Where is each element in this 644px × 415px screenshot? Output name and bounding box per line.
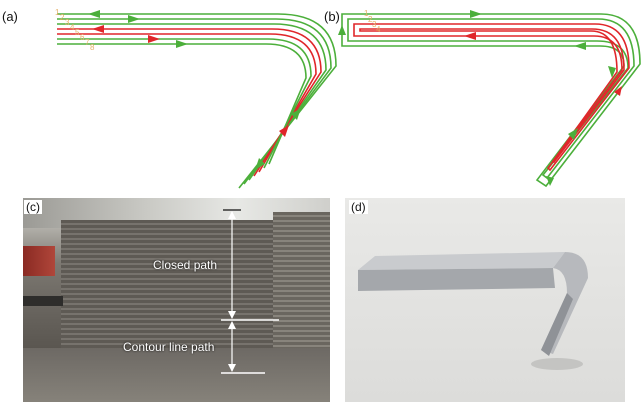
path-number-a-2: 2 bbox=[60, 13, 65, 22]
path-number-a-3: 3 bbox=[65, 18, 70, 27]
path-number-b-2: 2 bbox=[368, 15, 373, 24]
arrow-b-2 bbox=[574, 42, 586, 50]
panel-b-label: (b) bbox=[324, 9, 340, 24]
arrow-b-4 bbox=[338, 25, 346, 35]
path-number-a-6: 6 bbox=[80, 33, 85, 42]
bracket-shadow bbox=[531, 358, 583, 370]
path-number-b-4: 4 bbox=[376, 25, 381, 34]
path-a-7 bbox=[57, 43, 307, 165]
arrow-a-7 bbox=[279, 125, 289, 137]
panel-b-numbers: 1 2 3 4 bbox=[364, 9, 381, 34]
arrow-b-1 bbox=[470, 10, 482, 18]
loop-b-4 bbox=[359, 28, 625, 164]
panel-a-label: (a) bbox=[2, 9, 18, 24]
contour-arrow-head-top bbox=[228, 321, 236, 329]
panel-a-arrows bbox=[88, 10, 301, 170]
arrow-a-6 bbox=[291, 108, 301, 120]
ground bbox=[23, 348, 330, 402]
panel-a-diagram: 1 2 3 4 5 6 7 8 bbox=[55, 8, 337, 189]
path-number-a-4: 4 bbox=[70, 23, 75, 32]
path-a-6 bbox=[57, 38, 312, 169]
arrow-a-3 bbox=[92, 25, 104, 33]
measurement-annotation bbox=[221, 209, 279, 374]
loop-b-3 bbox=[353, 23, 630, 172]
contour-line-path-label: Contour line path bbox=[123, 340, 215, 354]
closed-arrow-head-top bbox=[228, 211, 236, 219]
panel-d-label: (d) bbox=[349, 200, 368, 214]
panel-b-arrows bbox=[338, 10, 622, 186]
contour-arrow-head-bottom bbox=[228, 364, 236, 372]
arrow-b-8 bbox=[546, 176, 554, 186]
panel-b-loops bbox=[341, 13, 641, 188]
loop-b-2 bbox=[347, 18, 635, 180]
path-number-a-5: 5 bbox=[75, 28, 80, 37]
photo-d bbox=[345, 198, 625, 402]
arrow-b-5 bbox=[608, 66, 616, 78]
path-a-4 bbox=[57, 28, 322, 177]
arrow-a-2 bbox=[128, 15, 140, 23]
bracket-leg bbox=[541, 293, 573, 356]
arrow-b-3 bbox=[464, 32, 476, 40]
arrow-a-8 bbox=[255, 158, 265, 170]
aluminum-bracket bbox=[358, 252, 588, 370]
closed-path-label: Closed path bbox=[153, 258, 218, 272]
path-a-5 bbox=[57, 33, 317, 173]
photo-c: Closed path Contour line path bbox=[23, 198, 330, 402]
panel-a-paths bbox=[57, 13, 337, 189]
path-number-b-1: 1 bbox=[364, 9, 369, 18]
panel-c-label: (c) bbox=[24, 200, 42, 214]
arrow-b-6 bbox=[568, 128, 578, 140]
bracket-front-face bbox=[358, 268, 555, 291]
loop-b-1 bbox=[341, 13, 641, 188]
arrow-b-7 bbox=[614, 86, 622, 96]
pipe bbox=[23, 296, 63, 306]
red-machinery bbox=[23, 246, 55, 276]
arrow-a-4 bbox=[148, 35, 160, 43]
path-a-2 bbox=[57, 18, 332, 185]
path-a-1 bbox=[57, 13, 337, 189]
path-number-a-8: 8 bbox=[90, 43, 95, 52]
closed-arrow-head-bottom bbox=[228, 311, 236, 319]
panel-a-numbers: 1 2 3 4 5 6 7 8 bbox=[55, 8, 95, 52]
arrow-a-1 bbox=[88, 10, 100, 18]
bracket-top-face bbox=[358, 252, 565, 270]
arrow-a-5 bbox=[176, 40, 188, 48]
path-number-b-3: 3 bbox=[372, 20, 377, 29]
path-number-a-7: 7 bbox=[85, 38, 90, 47]
panel-b-diagram: 1 2 3 4 bbox=[338, 9, 641, 188]
path-number-a-1: 1 bbox=[55, 8, 60, 17]
path-a-3 bbox=[57, 23, 327, 181]
